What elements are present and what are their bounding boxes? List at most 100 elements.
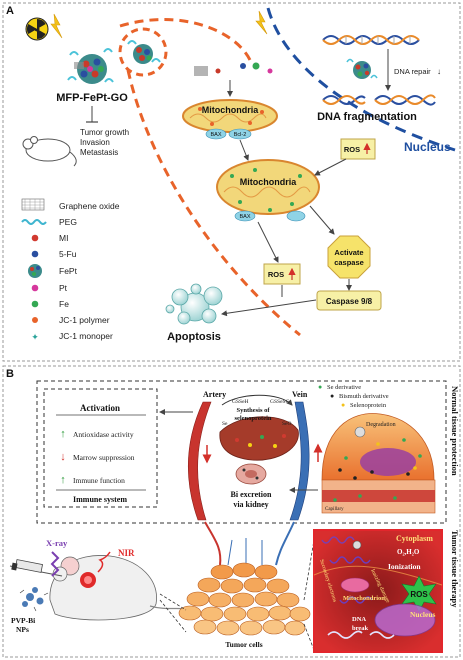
- inhibition-line-3: Metastasis: [80, 148, 118, 157]
- orange-dot-icon: [32, 317, 38, 323]
- cytoplasm-label: Cytoplasm: [396, 534, 433, 543]
- water-label: O₂,H₂O: [397, 548, 420, 556]
- lightning-icon-a1: [50, 13, 63, 39]
- effect-1-label: Antioxidase activity: [73, 430, 134, 439]
- legend-jc1-polymer-label: JC-1 polymer: [59, 315, 110, 325]
- vein-label: Vein: [292, 390, 308, 399]
- degradation-label: Degradation: [366, 422, 396, 428]
- dna-break-helix: [327, 630, 363, 639]
- dna-break-line-2: break: [352, 625, 369, 632]
- normal-tissue-label: Normal tissue protection: [450, 386, 460, 476]
- np-label-line-1: PVP-Bi: [11, 616, 35, 625]
- nuclear-envelope: [266, 7, 456, 152]
- mitochondria-2: [216, 159, 320, 215]
- normal-cell-illustration: [321, 413, 436, 514]
- immune-system-label: Immune system: [73, 495, 127, 504]
- legend-fept-label: FePt: [59, 266, 78, 276]
- synthesis-line-2: selenoprotein: [234, 415, 271, 422]
- panel-a-letter: A: [6, 5, 14, 17]
- activate-caspase-line-1: Activate: [334, 248, 363, 257]
- mitochondria-2-label: Mitochondria: [240, 177, 297, 187]
- red-dot-icon: [31, 234, 39, 242]
- nanoparticle-label: MFP-FePt-GO: [56, 92, 128, 104]
- legend-b-green-dot: ●: [318, 384, 322, 391]
- dna-helix-fragmented: [322, 94, 436, 106]
- blue-dot-icon: [31, 250, 39, 258]
- apoptosis-label: Apoptosis: [167, 331, 221, 343]
- ros-label-1: ROS: [344, 145, 360, 154]
- legend-b-selenoprotein: Selenoprotein: [350, 402, 387, 409]
- synthesis-line-1: Synthesis of: [236, 407, 270, 414]
- seo-label: SeO: [282, 421, 292, 427]
- secondary-electron-path: [321, 536, 355, 544]
- fept-cluster-nucleus: [346, 58, 378, 79]
- artery-label: Artery: [203, 390, 226, 399]
- panel-b: B Activation ↑ Antioxidase activity ↓ Ma…: [2, 365, 461, 658]
- nir-label: NIR: [118, 548, 135, 558]
- legend-mi-label: MI: [59, 233, 68, 243]
- graphene-icon: [21, 198, 45, 211]
- green-dot-icon: [31, 300, 39, 308]
- dna-repair-label: DNA repair: [394, 67, 431, 76]
- excretion-line-2: via kidney: [233, 500, 268, 509]
- apoptotic-body-icon: [165, 283, 223, 325]
- down-arrow-icon: ↓: [60, 451, 66, 463]
- mouse-icon: [22, 136, 77, 167]
- tumor-cells-label: Tumor cells: [225, 640, 262, 649]
- fept-cluster-in-endosome: [127, 40, 161, 64]
- mitochondria-1-label: Mitochondria: [202, 105, 259, 115]
- legend-fe-label: Fe: [59, 299, 69, 309]
- pvp-bi-nanoparticles-icon: [19, 587, 49, 612]
- se-label: Se: [222, 421, 228, 427]
- released-components: [194, 62, 273, 76]
- up-arrow-icon-1: ↑: [60, 428, 66, 440]
- inhibition-line-1: Tumor growth: [80, 128, 129, 137]
- legend-pt-label: Pt: [59, 283, 68, 293]
- effect-2-label: Marrow suppression: [73, 453, 135, 462]
- bcl2-label: Bcl-2: [234, 132, 247, 138]
- mitochondrion-icon: [340, 577, 370, 593]
- capillary-label: Capillary: [325, 507, 344, 512]
- bax-channel-3: [286, 210, 306, 222]
- excretion-line-1: Bi excretion: [231, 490, 273, 499]
- nir-beam-icon: [97, 551, 111, 573]
- down-arrow-glyph: ↓: [437, 67, 441, 76]
- dna-break-line-1: DNA: [352, 616, 366, 623]
- legend-b-yellow-dot: ●: [341, 402, 345, 409]
- bax-label-1: BAX: [210, 132, 221, 138]
- bax-label-2: BAX: [239, 214, 250, 220]
- activate-caspase-octagon: [327, 235, 371, 279]
- activate-caspase-line-2: caspase: [334, 258, 364, 267]
- mfp-fept-go-particle: [67, 48, 114, 84]
- kidney-icon: [235, 463, 267, 485]
- lightning-icon-a2: [255, 10, 268, 35]
- inhibition-line-2: Invasion: [80, 138, 110, 147]
- fept-cluster-icon: [28, 264, 42, 278]
- radiation-icon: [25, 17, 49, 41]
- tumor-therapy-label: Tumor tissue therapy: [450, 530, 460, 608]
- immune-system-box: [43, 388, 158, 508]
- gssesg-label: GSSeSG: [270, 399, 290, 405]
- tumor-nucleus-label: Nucleus: [410, 610, 436, 619]
- panel-a: A: [2, 2, 461, 362]
- ros-label-2: ROS: [268, 270, 284, 279]
- normal-tissue-box: [36, 380, 447, 524]
- cell-membrane-top: [119, 18, 252, 61]
- tumor-cells-cluster: [178, 562, 311, 636]
- legend-5fu-label: 5-Fu: [59, 249, 77, 259]
- ionization-label: Ionization: [388, 562, 421, 571]
- legend-a: Graphene oxide PEG MI 5-Fu FePt Pt Fe JC…: [21, 198, 120, 342]
- nanoparticle-in-tumor: [352, 540, 362, 550]
- legend-b-se: Se derivative: [327, 384, 361, 391]
- dna-helix-intact: [322, 35, 420, 45]
- activation-label: Activation: [80, 403, 120, 413]
- ros-burst-label: ROS: [410, 590, 428, 599]
- endosome: [118, 27, 168, 77]
- np-label-line-2: NPs: [16, 625, 29, 634]
- gssh-label: GSSeH: [232, 399, 249, 405]
- legend-peg-label: PEG: [59, 217, 77, 227]
- legend-graphene-label: Graphene oxide: [59, 201, 120, 211]
- legend-jc1-monoper-label: JC-1 monoper: [59, 331, 113, 341]
- xray-label: X-ray: [46, 538, 68, 548]
